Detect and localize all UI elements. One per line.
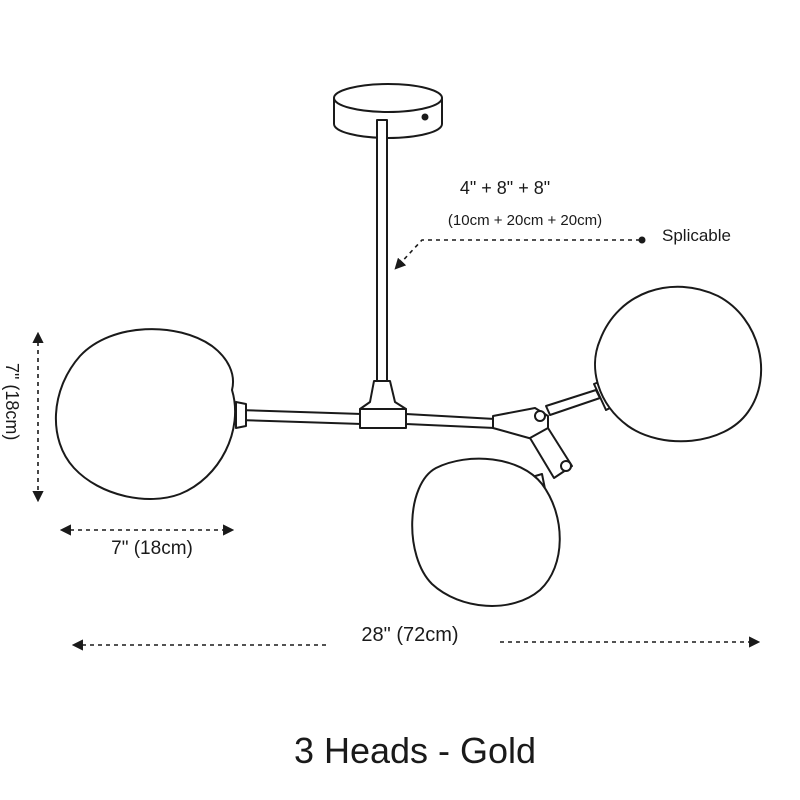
- center-hub: [359, 380, 407, 429]
- rod-length-metric-label: (10cm + 20cm + 20cm): [447, 212, 603, 229]
- branch-joint: [492, 389, 601, 479]
- splice-point-dot: [638, 236, 646, 244]
- splicable-label: Splicable: [662, 226, 731, 245]
- upper-right-globe-shade: [593, 285, 762, 443]
- shade-width-label: 7" (18cm): [111, 538, 193, 559]
- shade-height-label: 7" (18cm): [2, 363, 22, 441]
- product-title: 3 Heads - Gold: [293, 730, 537, 771]
- lower-globe-shade: [411, 457, 561, 607]
- rod-length-leader: [394, 239, 640, 270]
- total-width-label: 28" (72cm): [361, 624, 459, 646]
- left-globe-shade: [55, 328, 247, 500]
- down-rod: [376, 119, 388, 383]
- rod-length-label: 4" + 8" + 8": [459, 178, 551, 198]
- ceiling-canopy: [333, 83, 443, 139]
